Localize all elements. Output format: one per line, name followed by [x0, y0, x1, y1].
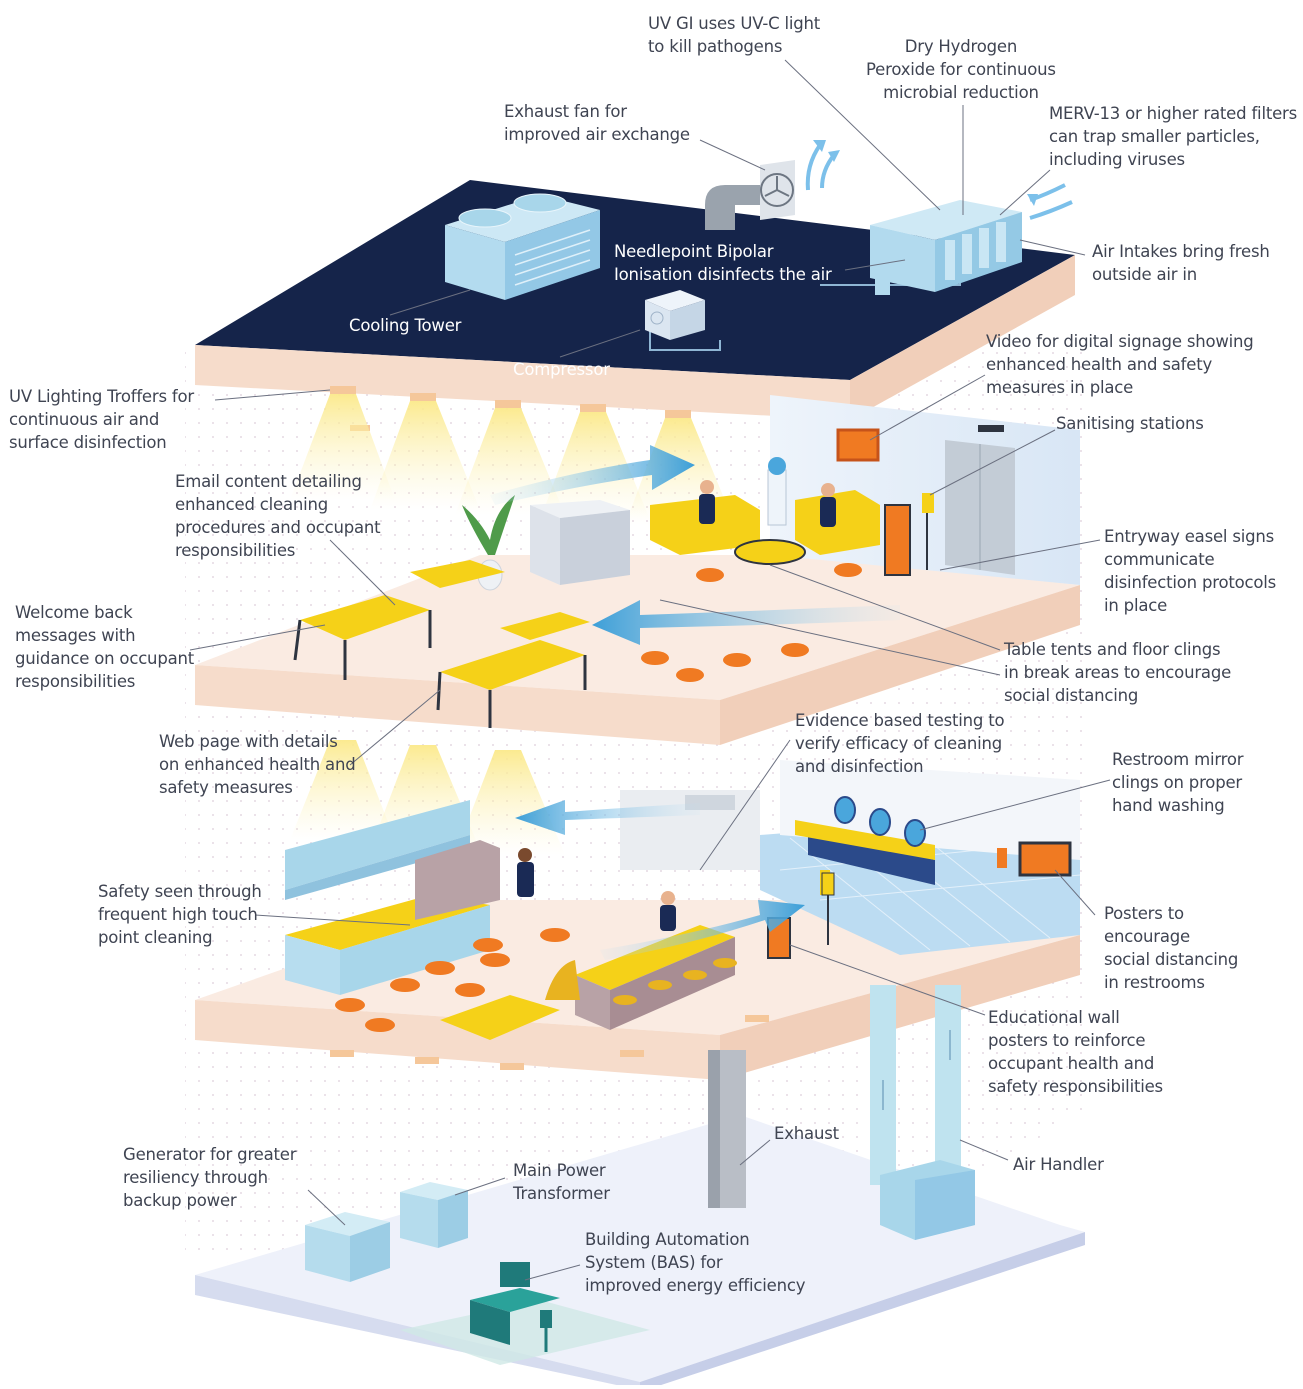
kitchen-island	[440, 925, 735, 1040]
roof-level	[195, 140, 1075, 431]
label-dry-hydrogen-peroxide: Dry Hydrogen Peroxide for continuous mic…	[866, 37, 1056, 102]
label-air-intakes: Air Intakes bring fresh outside air in	[1092, 242, 1270, 284]
kitchen-people	[517, 848, 676, 931]
generator	[305, 1212, 390, 1282]
label-evidence-testing: Evidence based testing to verify efficac…	[795, 711, 1005, 776]
label-building-automation: Building Automation System (BAS) for imp…	[585, 1230, 806, 1295]
callout-leader-lines	[189, 59, 1111, 1281]
label-educational-posters: Educational wall posters to reinforce oc…	[988, 1008, 1163, 1096]
ground-level	[195, 985, 1085, 1389]
lounge-people	[699, 480, 836, 527]
label-compressor: Compressor	[513, 360, 610, 379]
air-handler	[870, 985, 975, 1240]
kitchen-floor-clings	[335, 928, 570, 1032]
label-exhaust: Exhaust	[774, 1124, 839, 1143]
kitchen-floor	[195, 760, 1081, 1080]
label-exhaust-fan: Exhaust fan for improved air exchange	[504, 102, 690, 144]
airflow-arrow	[600, 900, 805, 960]
cooling-tower	[445, 193, 600, 300]
label-web-page: Web page with details on enhanced health…	[159, 732, 356, 797]
lounge-sofas	[650, 457, 880, 565]
label-safety-touch-point: Safety seen through frequent high touch …	[98, 882, 262, 947]
air-handling-unit	[870, 183, 1073, 295]
exhaust-fan	[705, 140, 840, 230]
airflow-arrow	[490, 445, 695, 505]
label-merv-filters: MERV-13 or higher rated filters can trap…	[1049, 104, 1298, 169]
label-posters-restrooms: Posters to encourage social distancing i…	[1104, 904, 1239, 992]
kitchen-cabinets	[285, 800, 500, 995]
label-air-handler: Air Handler	[1013, 1155, 1104, 1174]
label-video-signage: Video for digital signage showing enhanc…	[986, 332, 1254, 397]
label-uvgi: UV GI uses UV-C light to kill pathogens	[648, 14, 821, 56]
label-sanitising-stations: Sanitising stations	[1056, 414, 1204, 433]
label-welcome-back: Welcome back messages with guidance on o…	[15, 603, 195, 691]
bas-workstation	[470, 1262, 560, 1352]
compressor-unit	[645, 290, 705, 340]
floor-clings	[641, 563, 862, 682]
label-uv-troffers: UV Lighting Troffers for continuous air …	[9, 387, 194, 452]
office-floor	[195, 395, 1080, 745]
airflow-arrow	[592, 600, 900, 645]
label-restroom-mirror: Restroom mirror clings on proper hand wa…	[1112, 750, 1244, 815]
label-needlepoint-bipolar: Needlepoint Bipolar Ionisation disinfect…	[614, 242, 832, 284]
label-main-power-transformer: Main Power Transformer	[513, 1161, 610, 1203]
label-generator: Generator for greater resiliency through…	[123, 1145, 297, 1210]
label-email-content: Email content detailing enhanced cleanin…	[175, 472, 381, 560]
main-power-transformer	[400, 1182, 468, 1248]
label-cooling-tower: Cooling Tower	[349, 316, 462, 335]
airflow-arrow	[515, 800, 700, 835]
label-entryway-easel: Entryway easel signs communicate disinfe…	[1104, 527, 1277, 615]
bar-stools	[613, 958, 737, 1005]
filing-cabinets	[530, 500, 630, 585]
office-desks	[293, 560, 590, 728]
label-table-tents: Table tents and floor clings in break ar…	[1004, 640, 1232, 705]
